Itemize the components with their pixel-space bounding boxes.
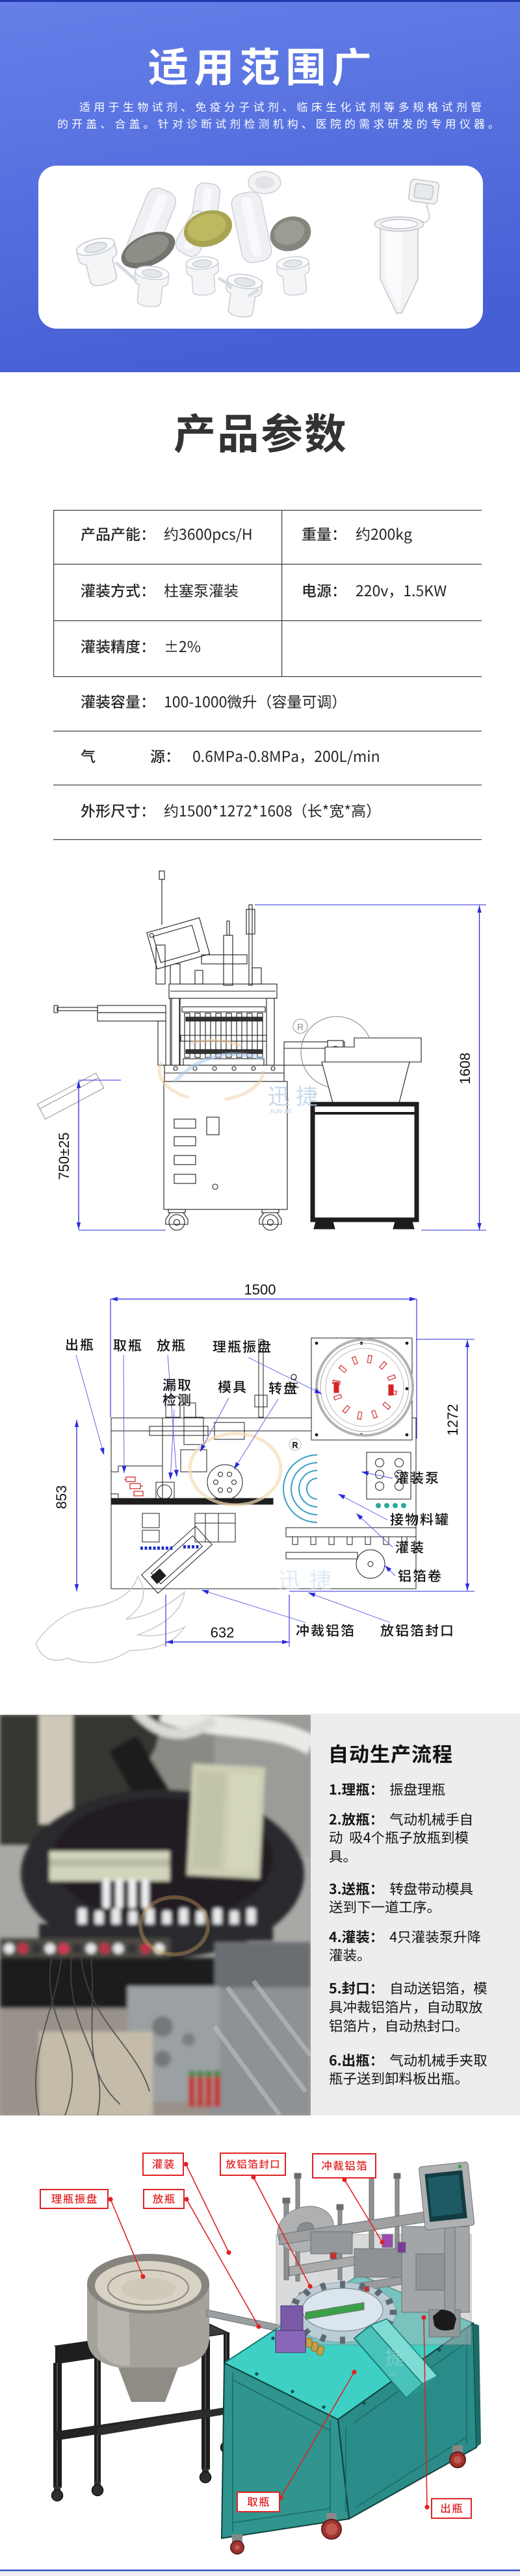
svg-text:1500: 1500: [244, 1282, 276, 1298]
svg-text:750±25: 750±25: [56, 1132, 72, 1180]
svg-text:R: R: [297, 1022, 304, 1032]
svg-text:853: 853: [53, 1485, 70, 1509]
svg-text:R: R: [292, 1441, 298, 1450]
svg-text:XUN JIE: XUN JIE: [270, 1108, 292, 1115]
svg-text:JIE: JIE: [389, 2371, 397, 2377]
svg-text:1272: 1272: [445, 1404, 461, 1436]
svg-text:632: 632: [211, 1624, 235, 1641]
svg-text:1608: 1608: [457, 1053, 473, 1085]
